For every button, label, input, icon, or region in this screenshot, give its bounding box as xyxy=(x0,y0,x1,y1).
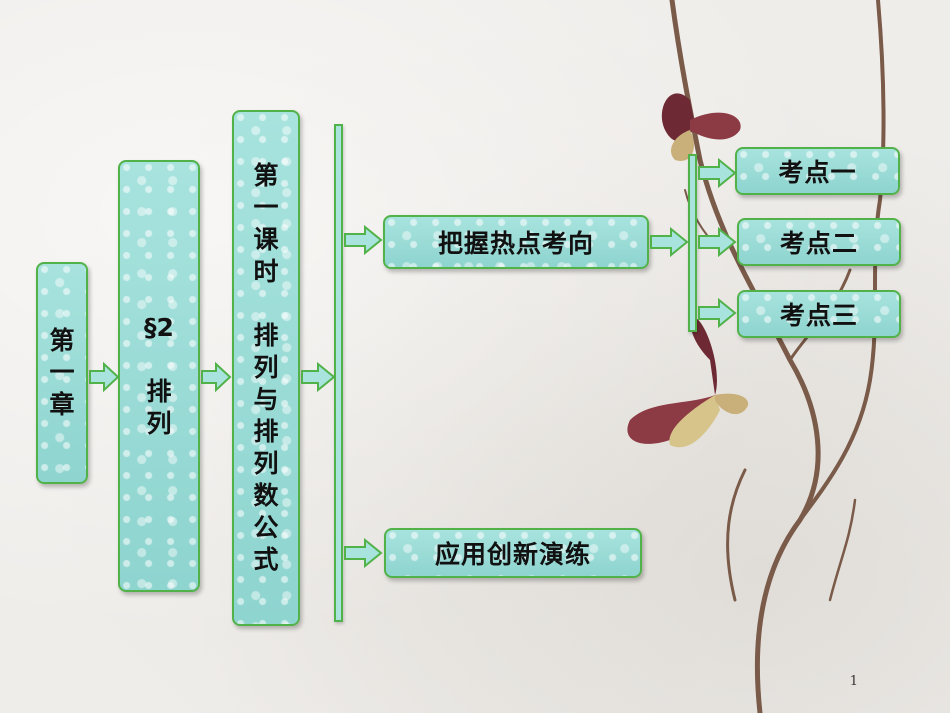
arrow-right-icon xyxy=(344,538,383,568)
section-box: §2 排 列 xyxy=(118,160,200,592)
lesson-title-3: 课 xyxy=(253,225,279,254)
lesson-title-4: 时 xyxy=(253,257,279,286)
hot-topics-box: 把握热点考向 xyxy=(383,215,649,269)
chapter-box: 第 一 章 xyxy=(36,262,88,484)
bracket-bar xyxy=(688,154,697,332)
hot-topics-label: 把握热点考向 xyxy=(437,229,594,258)
page-number: 1 xyxy=(849,674,858,689)
lesson-title-1: 第 xyxy=(253,161,279,190)
arrow-right-icon xyxy=(698,298,737,328)
lesson-topic-5: 列 xyxy=(253,449,279,478)
point-label-2: 考点二 xyxy=(779,229,858,258)
point-box-2: 考点二 xyxy=(737,218,901,266)
lesson-topic-7: 公 xyxy=(253,513,279,542)
arrow-right-icon xyxy=(301,362,336,392)
bracket-bar xyxy=(334,124,343,622)
point-box-1: 考点一 xyxy=(735,147,900,195)
practice-box: 应用创新演练 xyxy=(384,528,642,578)
point-label-1: 考点一 xyxy=(778,158,857,187)
lesson-box: 第 一 课 时 排 列 与 排 列 数 公 式 xyxy=(232,110,300,626)
arrow-right-icon xyxy=(201,362,232,392)
arrow-right-icon xyxy=(650,227,689,257)
arrow-right-icon xyxy=(89,362,120,392)
point-box-3: 考点三 xyxy=(737,290,901,338)
chapter-line-1: 第 xyxy=(49,326,75,355)
lesson-topic-1: 排 xyxy=(253,321,279,350)
lesson-topic-3: 与 xyxy=(253,385,279,414)
chapter-line-2: 一 xyxy=(49,358,75,387)
butterfly-bottom xyxy=(627,317,749,448)
lesson-topic-4: 排 xyxy=(253,417,279,446)
section-line-3: 列 xyxy=(146,409,172,438)
butterfly-top xyxy=(661,93,741,161)
practice-label: 应用创新演练 xyxy=(434,540,591,569)
lesson-topic-6: 数 xyxy=(253,481,279,510)
lesson-title-2: 一 xyxy=(253,193,279,222)
arrow-right-icon xyxy=(698,158,737,188)
arrow-right-icon xyxy=(344,225,383,255)
section-line-2: 排 xyxy=(146,377,172,406)
chapter-line-3: 章 xyxy=(49,390,75,419)
lesson-topic-8: 式 xyxy=(253,545,279,574)
point-label-3: 考点三 xyxy=(779,301,858,330)
section-number: §2 xyxy=(144,313,174,342)
lesson-topic-2: 列 xyxy=(253,353,279,382)
arrow-right-icon xyxy=(698,227,737,257)
